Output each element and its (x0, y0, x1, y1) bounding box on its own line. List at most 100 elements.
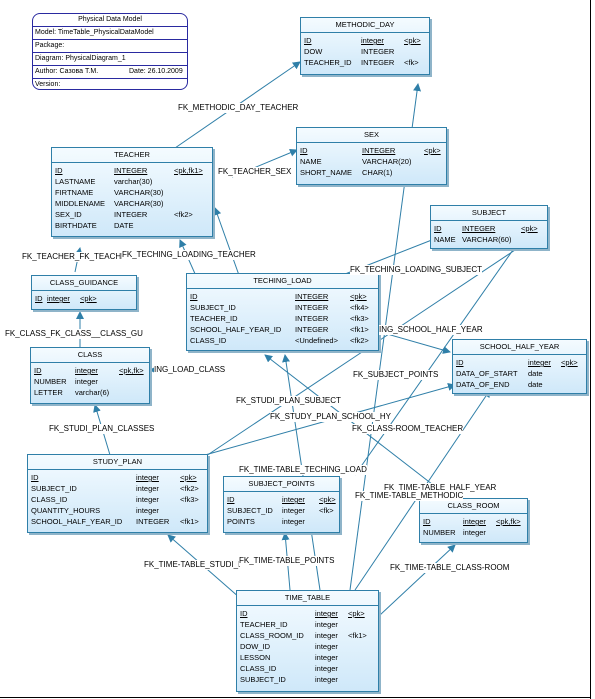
column-name: NAME (300, 157, 322, 166)
column-type: varchar(30) (114, 177, 153, 186)
column-row[interactable]: LASTNAME varchar(30) (52, 176, 212, 187)
column-name: SHORT_NAME (300, 168, 352, 177)
column-row[interactable]: MIDDLENAME VARCHAR(30) (52, 198, 212, 209)
rel-label: FK_TEACHER_SEX (218, 167, 292, 177)
column-key: <fk2> (174, 210, 193, 219)
rel-label: FK_STUDY_PLAN_SCHOOL_HY (270, 412, 391, 422)
column-name: DOW (304, 47, 323, 56)
column-name: LETTER (34, 388, 63, 397)
column-type: INTEGER (114, 210, 148, 219)
column-name: ID (35, 294, 43, 303)
column-type: integer (315, 653, 338, 662)
column-type: INTEGER (295, 325, 329, 334)
column-type: VARCHAR(60) (462, 235, 512, 244)
column-row[interactable]: NAME VARCHAR(60) (431, 234, 547, 245)
frame-border-right (590, 0, 591, 699)
column-type: date (528, 380, 543, 389)
rel-label: FK_TECHING_LOADING_SUBJECT (350, 265, 483, 275)
column-name: ID (456, 358, 464, 367)
column-name: DATA_OF_END (456, 380, 510, 389)
column-type: VARCHAR(30) (114, 199, 164, 208)
rel-label: FK_TEACHER_FK_TEACHE (22, 252, 127, 262)
column-row[interactable]: SHORT_NAME CHAR(1) (297, 167, 446, 178)
column-key: <fk2> (180, 484, 199, 493)
rel-label: FK_METHODIC_DAY_TEACHER (178, 103, 299, 113)
column-name: SEX_ID (55, 210, 82, 219)
column-name: TEACHER_ID (304, 58, 352, 67)
column-row[interactable]: DATA_OF_END date (453, 379, 586, 390)
column-type: CHAR(1) (362, 168, 393, 177)
entity-title: METHODIC_DAY (301, 18, 429, 33)
rel-label: FK_SUBJECT_POINTS (353, 370, 439, 380)
rel-subject-points-subject (354, 239, 521, 476)
info-row-version: Version: (35, 81, 61, 88)
column-key: <pk,fk> (496, 517, 521, 526)
column-type: integer (315, 609, 338, 618)
column-row[interactable]: SEX_ID INTEGER <fk2> (52, 209, 212, 220)
entity-title: TIME_TABLE (237, 591, 378, 606)
entity-title: SEX (297, 128, 446, 143)
column-name: LASTNAME (55, 177, 96, 186)
column-key: <pk,fk> (119, 366, 144, 375)
column-name: MIDDLENAME (55, 199, 106, 208)
column-row[interactable]: CLASS_ID<Undefined><fk2> (187, 335, 378, 346)
info-row-author: Author: Сазова Т.М. (35, 68, 99, 75)
column-name: CLASS_ID (240, 664, 277, 673)
column-type: INTEGER (295, 303, 329, 312)
column-name: NAME (434, 235, 456, 244)
column-name: ID (423, 517, 431, 526)
info-row-diagram: Diagram: PhysicalDiagram_1 (35, 55, 126, 62)
entity-title: SUBJECT_POINTS (224, 477, 339, 492)
